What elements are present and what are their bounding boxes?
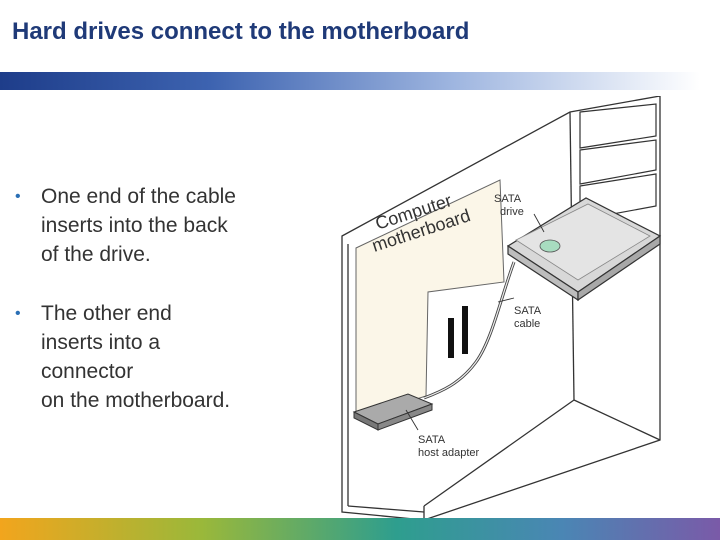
cable-label: cable — [514, 318, 540, 330]
bullet-item: • One end of the cable inserts into the … — [12, 182, 312, 269]
bullet-text: One end of the cable inserts into the ba… — [41, 185, 236, 266]
slide-title: Hard drives connect to the motherboard — [12, 18, 470, 45]
title-gradient-bar — [0, 72, 700, 90]
expansion-slot — [462, 306, 468, 354]
adapter-label: host adapter — [418, 447, 479, 459]
computer-case-illustration: Computer motherboard SATA drive SATA cab… — [341, 96, 662, 520]
bullet-list: • One end of the cable inserts into the … — [12, 182, 312, 445]
drive-label: drive — [500, 206, 524, 218]
drive-label: SATA — [494, 193, 522, 205]
cable-label: SATA — [514, 305, 542, 317]
sata-host-adapter — [352, 393, 434, 431]
footer-gradient-bar — [0, 518, 720, 540]
bullet-text: The other end inserts into a connector o… — [41, 302, 231, 412]
drive-bays — [579, 103, 657, 221]
expansion-slot — [448, 318, 454, 358]
bullet-item: • The other end inserts into a connector… — [12, 299, 312, 415]
bullet-dot-icon: • — [15, 188, 21, 205]
leader-lines — [405, 213, 545, 431]
adapter-label: SATA — [418, 434, 446, 446]
sata-drive — [506, 197, 662, 302]
bullet-dot-icon: • — [15, 305, 21, 322]
